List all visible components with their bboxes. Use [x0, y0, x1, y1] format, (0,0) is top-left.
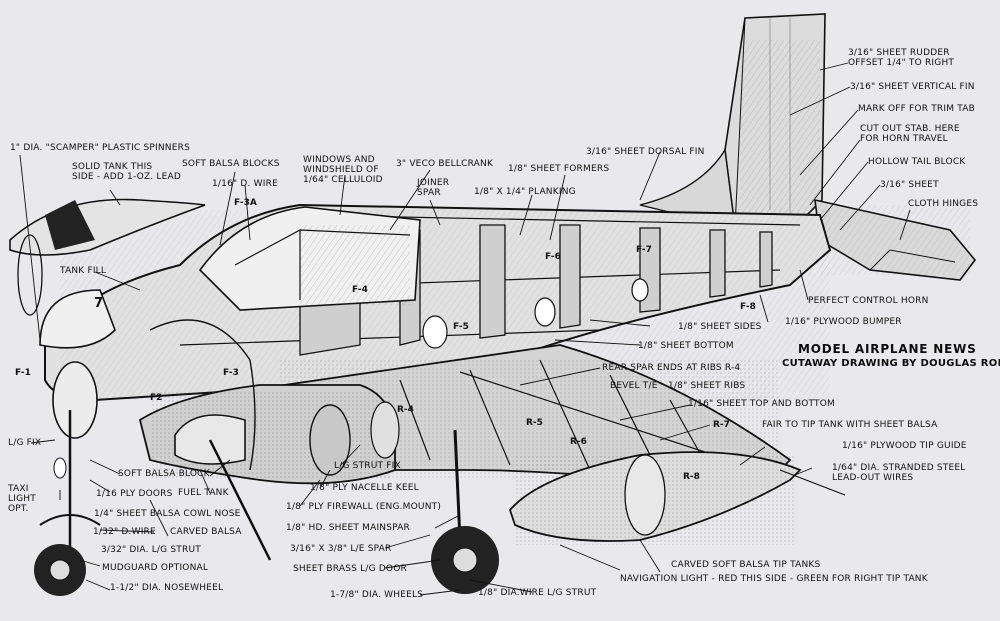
label-mudguard: MUDGUARD OPTIONAL: [102, 563, 209, 573]
label-solid-tank: SOLID TANK THIS SIDE - ADD 1-OZ. LEAD: [72, 162, 182, 182]
label-tip-guide: 1/16" PLYWOOD TIP GUIDE: [842, 441, 967, 451]
label-rudder: 3/16" SHEET RUDDER OFFSET 1/4" TO RIGHT: [848, 48, 955, 68]
label-brass-door: SHEET BRASS L/G DOOR: [293, 564, 407, 574]
label-control-horn: PERFECT CONTROL HORN: [808, 296, 929, 306]
label-tip-tanks: CARVED SOFT BALSA TIP TANKS: [671, 560, 821, 570]
former-f2-marker: F2: [150, 393, 163, 403]
nose-landing-gear: [34, 410, 101, 596]
horizontal-stabilizer: [814, 198, 977, 281]
drawing-title: MODEL AIRPLANE NEWS: [798, 342, 977, 356]
drawing-credit: CUTAWAY DRAWING BY DOUGLAS ROLFE: [782, 358, 1000, 369]
label-formers: 1/8" SHEET FORMERS: [508, 164, 610, 174]
label-rear-spar: REAR SPAR ENDS AT RIBS R-4: [602, 363, 741, 373]
label-windows: WINDOWS AND WINDSHIELD OF 1/64" CELLULOI…: [303, 155, 383, 185]
far-propeller: [17, 234, 43, 316]
tip-tank: [508, 451, 802, 545]
label-cloth-hinges: CLOTH HINGES: [908, 199, 979, 209]
label-cowl-nose: 1/4" SHEET BALSA COWL NOSE: [94, 509, 241, 519]
label-mainspar: 1/8" HD. SHEET MAINSPAR: [286, 523, 410, 533]
label-plywood-bumper: 1/16" PLYWOOD BUMPER: [785, 317, 902, 327]
label-tank-fill: TANK FILL: [60, 266, 107, 276]
former-f4-marker: F-4: [352, 285, 368, 295]
label-hollow-tail: HOLLOW TAIL BLOCK: [868, 157, 966, 167]
label-bevel-te: BEVEL T/E: [610, 381, 658, 391]
former-f3a-marker: F-3A: [234, 198, 257, 208]
label-sheet-bottom: 1/8" SHEET BOTTOM: [638, 341, 734, 351]
nose-spinner: [39, 289, 116, 439]
label-dorsal-fin: 3/16" SHEET DORSAL FIN: [586, 147, 705, 157]
label-d-wire-132: 1/32" D.WIRE: [93, 527, 156, 537]
label-sheet-ribs: 1/8" SHEET RIBS: [668, 381, 746, 391]
label-planking: 1/8" X 1/4" PLANKING: [474, 187, 576, 197]
label-lg-fix: L/G FIX: [8, 438, 42, 448]
former-f7-marker: F-7: [636, 245, 652, 255]
label-carved-balsa: CARVED BALSA: [170, 527, 242, 537]
rib-r8-marker: R-8: [683, 472, 700, 482]
label-sheet: 3/16" SHEET: [880, 180, 939, 190]
rib-r6-marker: R-6: [570, 437, 587, 447]
lead-out-wires: [779, 469, 846, 496]
label-taxi-light: TAXI LIGHT OPT.: [8, 484, 36, 514]
label-d-wire-116: 1/16" D. WIRE: [212, 179, 278, 189]
label-lg-strut-fix: L/G STRUT FIX: [334, 461, 401, 471]
label-soft-balsa-blocks: SOFT BALSA BLOCKS: [182, 159, 280, 169]
label-soft-balsa-block: SOFT BALSA BLOCK: [118, 469, 210, 479]
label-nosewheel: 1-1/2" DIA. NOSEWHEEL: [110, 583, 224, 593]
former-f8-marker: F-8: [740, 302, 756, 312]
label-vertical-fin: 3/16" SHEET VERTICAL FIN: [850, 82, 975, 92]
label-wire-lg-strut: 1/8" DIA.WIRE L/G STRUT: [478, 588, 597, 598]
dorsal-fin: [639, 147, 736, 229]
label-nacelle-keel: 1/8" PLY NACELLE KEEL: [310, 483, 419, 493]
nacelle-spinner: [174, 414, 246, 465]
label-joiner-spar: JOINER SPAR: [417, 178, 450, 198]
label-wheels: 1-7/8" DIA. WHEELS: [330, 590, 424, 600]
spinner-number: 7: [94, 296, 104, 311]
vertical-fin: [724, 13, 826, 233]
former-f6-marker: F-6: [545, 252, 561, 262]
label-stab-cutout: CUT OUT STAB. HERE FOR HORN TRAVEL: [860, 124, 960, 144]
label-le-spar: 3/16" X 3/8" L/E SPAR: [290, 544, 392, 554]
label-lg-strut-332: 3/32" DIA. L/G STRUT: [101, 545, 201, 555]
propeller-disc: [149, 319, 256, 471]
leader-lines: [19, 62, 911, 596]
label-top-bottom: 1/16" SHEET TOP AND BOTTOM: [688, 399, 835, 409]
propeller-blade: [208, 439, 272, 561]
label-fuel-tank: FUEL TANK: [178, 488, 229, 498]
label-trim-tab: MARK OFF FOR TRIM TAB: [858, 104, 975, 114]
rib-r7-marker: R-7: [713, 420, 730, 430]
label-fair-tip-tank: FAIR TO TIP TANK WITH SHEET BALSA: [762, 420, 938, 430]
label-spinners: 1" DIA. "SCAMPER" PLASTIC SPINNERS: [10, 143, 190, 153]
main-landing-gear: [431, 429, 499, 594]
label-navigation-light: NAVIGATION LIGHT - RED THIS SIDE - GREEN…: [620, 574, 928, 584]
former-f5-marker: F-5: [453, 322, 469, 332]
rib-r4-marker: R-4: [397, 405, 414, 415]
label-firewall: 1/8" PLY FIREWALL (ENG.MOUNT): [286, 502, 442, 512]
former-f3-marker: F-3: [223, 368, 239, 378]
rib-r5-marker: R-5: [526, 418, 543, 428]
cockpit-canopy: [198, 206, 421, 311]
label-bellcrank: 3" VECO BELLCRANK: [396, 159, 494, 169]
label-ply-doors: 1/16 PLY DOORS: [96, 489, 173, 499]
label-lead-out-wires: 1/64" DIA. STRANDED STEEL LEAD-OUT WIRES: [832, 463, 966, 483]
former-f1-marker: F-1: [15, 368, 31, 378]
label-sheet-sides: 1/8" SHEET SIDES: [678, 322, 762, 332]
